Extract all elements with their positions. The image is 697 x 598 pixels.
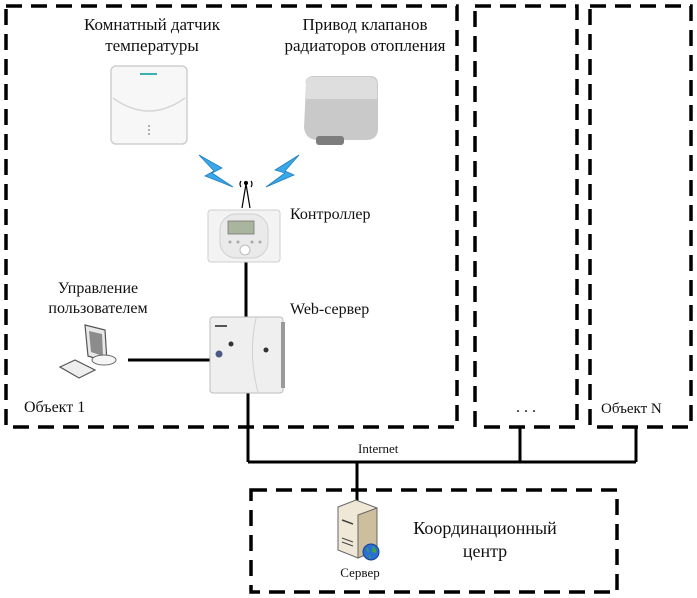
- valve-actuator-label-line2: радиаторов отопления: [284, 36, 446, 56]
- object-1-frame: [4, 4, 459, 429]
- server-label: Сервер: [340, 565, 380, 580]
- ellipsis-frame: [473, 4, 579, 429]
- user-control-label-line1: Управление: [57, 280, 139, 297]
- coordination-center-label-line2: центр: [462, 540, 508, 561]
- user-computer-icon: [58, 324, 117, 379]
- internet-label: Internet: [358, 441, 399, 456]
- antenna-icon: [239, 180, 253, 209]
- room-sensor-icon: [110, 65, 188, 145]
- coordination-center-frame: [249, 488, 619, 594]
- web-server-device-icon: [209, 316, 285, 394]
- valve-actuator-label: Привод клапанов радиаторов отопления: [265, 14, 465, 57]
- valve-actuator-label-line1: Привод клапанов: [302, 15, 428, 34]
- wireless-signal-left-icon: [198, 154, 234, 188]
- globe-icon: [362, 543, 380, 561]
- controller-label: Контроллер: [290, 206, 371, 223]
- user-control-label-line2: пользователем: [48, 300, 148, 317]
- object-1-label: Объект 1: [24, 399, 86, 416]
- room-sensor-label-line1: Комнатный датчик: [83, 15, 221, 34]
- ellipsis-label: . . .: [516, 399, 536, 416]
- room-sensor-label: Комнатный датчик температуры: [52, 14, 252, 57]
- user-control-label: Управление пользователем: [18, 279, 178, 319]
- server-icon: [337, 499, 378, 559]
- object-n-label: Объект N: [601, 401, 662, 417]
- room-sensor-label-line2: температуры: [105, 36, 199, 56]
- valve-actuator-icon: [304, 76, 378, 145]
- controller-device-icon: [207, 209, 281, 263]
- web-server-label: Web-сервер: [290, 301, 370, 318]
- coordination-center-label-line1: Координационный: [413, 518, 557, 538]
- coordination-center-label: Координационный центр: [385, 517, 585, 562]
- object-n-frame: [588, 4, 693, 429]
- wireless-signal-right-icon: [265, 154, 300, 188]
